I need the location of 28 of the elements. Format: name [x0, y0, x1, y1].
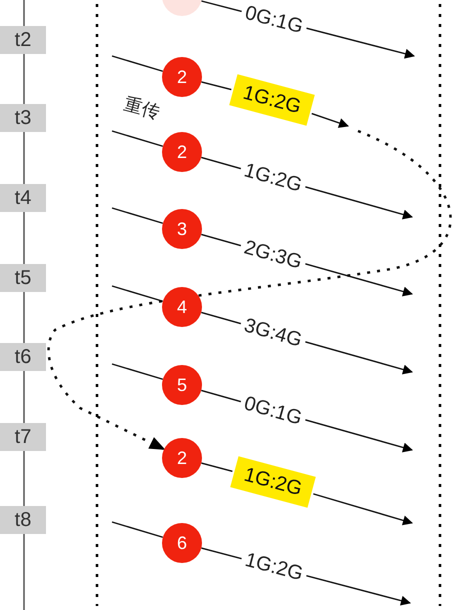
time-box: t3 [0, 104, 46, 132]
line [112, 130, 164, 147]
packet-circle: 2 [162, 132, 202, 172]
arrow [312, 112, 349, 128]
packet-circle: 3 [162, 209, 202, 249]
packet-circle: 5 [162, 365, 202, 405]
time-box: t6 [0, 343, 46, 371]
line [201, 81, 232, 90]
highlighted-label: 1G:2G [229, 74, 315, 126]
line [112, 207, 164, 224]
time-box: t2 [0, 26, 46, 54]
time-box: t8 [0, 506, 46, 534]
highlighted-label: 1G:2G [230, 456, 316, 508]
line [112, 55, 164, 72]
arrow [313, 493, 413, 526]
line [112, 285, 164, 302]
time-box: t4 [0, 184, 46, 212]
line [112, 521, 164, 538]
line [112, 363, 164, 380]
packet-circle: 2 [162, 438, 202, 478]
annotation: 重传 [122, 92, 162, 124]
time-box: t7 [0, 423, 46, 451]
packet-circle: 2 [162, 57, 202, 97]
packet-circle: 6 [162, 523, 202, 563]
retransmit-arrow [48, 130, 452, 450]
line [201, 462, 233, 472]
packet-circle: 4 [162, 287, 202, 327]
time-box: t5 [0, 264, 46, 292]
